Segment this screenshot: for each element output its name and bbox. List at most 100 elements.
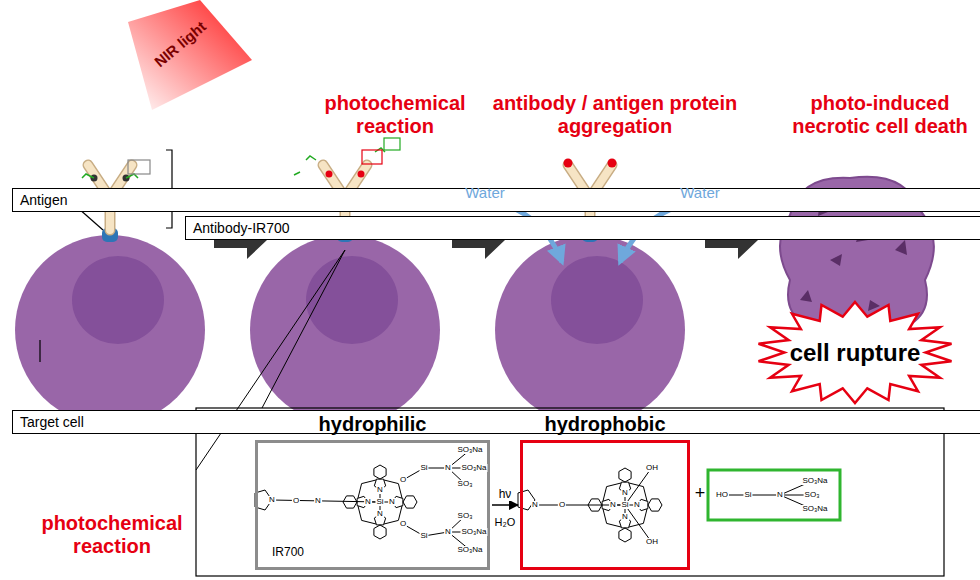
- atom-label: N: [444, 528, 452, 536]
- drawing-part: [326, 171, 333, 178]
- atom-label: Si: [743, 491, 752, 499]
- drawing-part: [518, 470, 650, 540]
- callout-box: Target cell: [12, 410, 980, 434]
- atom-label: N: [776, 491, 784, 499]
- drawing-part: [607, 523, 621, 527]
- atom-label: N: [314, 497, 322, 505]
- node-text: Target cell: [20, 414, 84, 430]
- drawing-part: [255, 450, 472, 550]
- structure-box: hydrophilicIR700: [255, 440, 490, 570]
- text-label: Water: [465, 184, 504, 201]
- atom-label: N: [621, 489, 629, 497]
- text-label: +: [695, 483, 706, 504]
- atom-label: N: [268, 496, 276, 504]
- node-text: hydrophilic: [258, 413, 487, 436]
- drawing-part: [564, 159, 573, 168]
- drawing-part: [800, 195, 907, 311]
- drawing-part: [362, 520, 376, 524]
- drawing-part: [629, 523, 643, 527]
- drawing-part: [619, 528, 631, 542]
- atom-label: OH: [645, 538, 659, 546]
- node-text: Antigen: [20, 192, 67, 208]
- node-text: cell rupture: [755, 339, 955, 367]
- drawing-part: [362, 150, 382, 164]
- drawing-part: [603, 487, 607, 501]
- atom-label: Si: [375, 498, 384, 506]
- drawing-part: [398, 484, 402, 498]
- drawing-part: [374, 525, 386, 539]
- drawing-part: [643, 487, 647, 501]
- step-heading: photochemical reaction: [32, 512, 192, 558]
- drawing-part: [629, 483, 643, 487]
- atom-label: SO₃: [804, 491, 821, 499]
- drawing-part: [708, 470, 840, 520]
- atom-label: SO₃Na: [460, 464, 487, 472]
- drawing-part: [250, 235, 440, 425]
- drawing-part: [398, 506, 402, 520]
- drawing-part: [384, 480, 398, 484]
- drawing-part: [128, 0, 252, 110]
- leader-lines: [40, 150, 184, 362]
- atom-label: N: [376, 486, 384, 494]
- ir700-dye: [82, 138, 617, 182]
- atom-label: HO: [715, 491, 729, 499]
- atom-label: N: [364, 498, 372, 506]
- drawing-part: [358, 171, 365, 178]
- atom-label: SO₃Na: [801, 477, 828, 485]
- atom-label: N: [388, 498, 396, 506]
- drawing-part: [495, 235, 685, 425]
- drawing-part: [82, 174, 138, 178]
- drawing-part: [72, 256, 164, 344]
- callout-box: Antibody-IR700: [185, 216, 980, 240]
- atom-label: SO₃Na: [460, 528, 487, 536]
- atom-label: Si: [419, 532, 428, 540]
- atom-label: OH: [645, 464, 659, 472]
- atom-label: Si: [620, 501, 629, 509]
- drawing-part: [384, 520, 398, 524]
- drawing-part: [294, 148, 385, 175]
- text-label: Water: [680, 184, 719, 201]
- atom-label: N: [609, 501, 617, 509]
- reaction-arrow: [492, 504, 518, 506]
- text-label: H₂O: [495, 516, 516, 528]
- drawing-part: [403, 496, 417, 508]
- drawing-part: [15, 235, 205, 425]
- atom-label: Si: [419, 464, 428, 472]
- nir-beam: [128, 0, 252, 110]
- atom-label: N: [621, 513, 629, 521]
- drawing-part: [374, 465, 386, 479]
- drawing-part: [607, 483, 621, 487]
- atom-label: O: [292, 497, 300, 505]
- drawing-part: [384, 138, 400, 150]
- step-heading: antibody / antigen protein aggregation: [490, 92, 740, 138]
- drawing-part: [128, 160, 150, 174]
- drawing-part: [648, 499, 662, 511]
- atom-label: N: [633, 501, 641, 509]
- drawing-part: [603, 509, 607, 523]
- structure-box: hydrophobic: [520, 440, 690, 570]
- node-text: Antibody-IR700: [193, 220, 290, 236]
- atom-label: O: [399, 476, 407, 484]
- atom-label: SO₃: [457, 480, 474, 488]
- drawing-part: [722, 481, 812, 509]
- drawing-part: [608, 159, 617, 168]
- atom-label: N: [376, 510, 384, 518]
- drawing-part: [358, 506, 362, 520]
- atom-label: SO₃: [457, 512, 474, 520]
- atom-label: N: [531, 501, 539, 509]
- edge-label: hν: [499, 487, 512, 501]
- drawing-part: [588, 499, 602, 511]
- drawing-part: [551, 256, 643, 344]
- step-heading: photochemical reaction: [308, 92, 483, 138]
- atom-label: SO₃Na: [456, 446, 483, 454]
- chemical-structures: [255, 450, 812, 550]
- atom-label: SO₃Na: [456, 546, 483, 554]
- node-text: IR700: [272, 545, 304, 559]
- atom-label: SO₃Na: [801, 505, 828, 513]
- drawing-part: [196, 250, 345, 470]
- drawing-part: [362, 480, 376, 484]
- step-heading: photo-induced necrotic cell death: [788, 92, 973, 138]
- atom-label: N: [444, 464, 452, 472]
